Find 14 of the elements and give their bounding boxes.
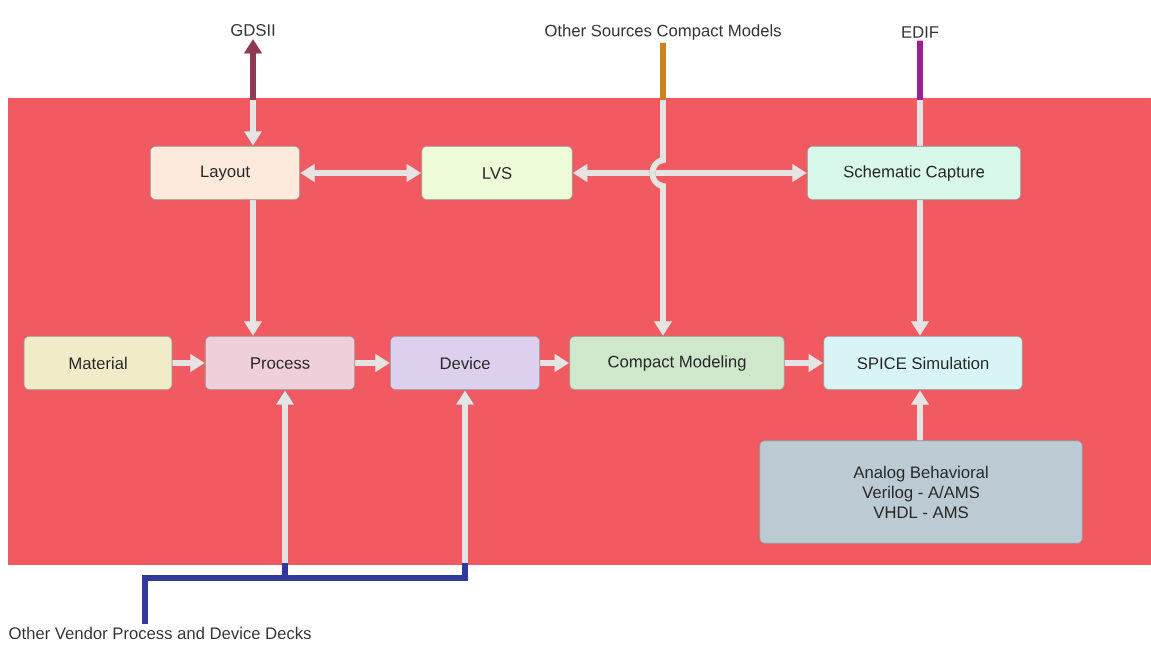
source-label: EDIF (902, 26, 939, 38)
source-label: Other Sources Compact Models (545, 24, 781, 40)
arrow (917, 40, 923, 146)
process-box: LVS (421, 145, 573, 201)
process-box: Compact Modeling (569, 335, 785, 391)
source-label: Other Vendor Process and Device Decks (9, 626, 311, 640)
process-box: Material (23, 335, 173, 391)
process-box: Layout (149, 145, 301, 201)
source-label: GDSII (231, 24, 275, 36)
process-box: Process (204, 335, 356, 391)
process-box: Schematic Capture (806, 145, 1022, 201)
process-box: Analog Behavioral Verilog - A/AMS VHDL - AMS (759, 440, 1083, 544)
process-box: SPICE Simulation (823, 335, 1023, 391)
process-box: Device (389, 335, 541, 391)
